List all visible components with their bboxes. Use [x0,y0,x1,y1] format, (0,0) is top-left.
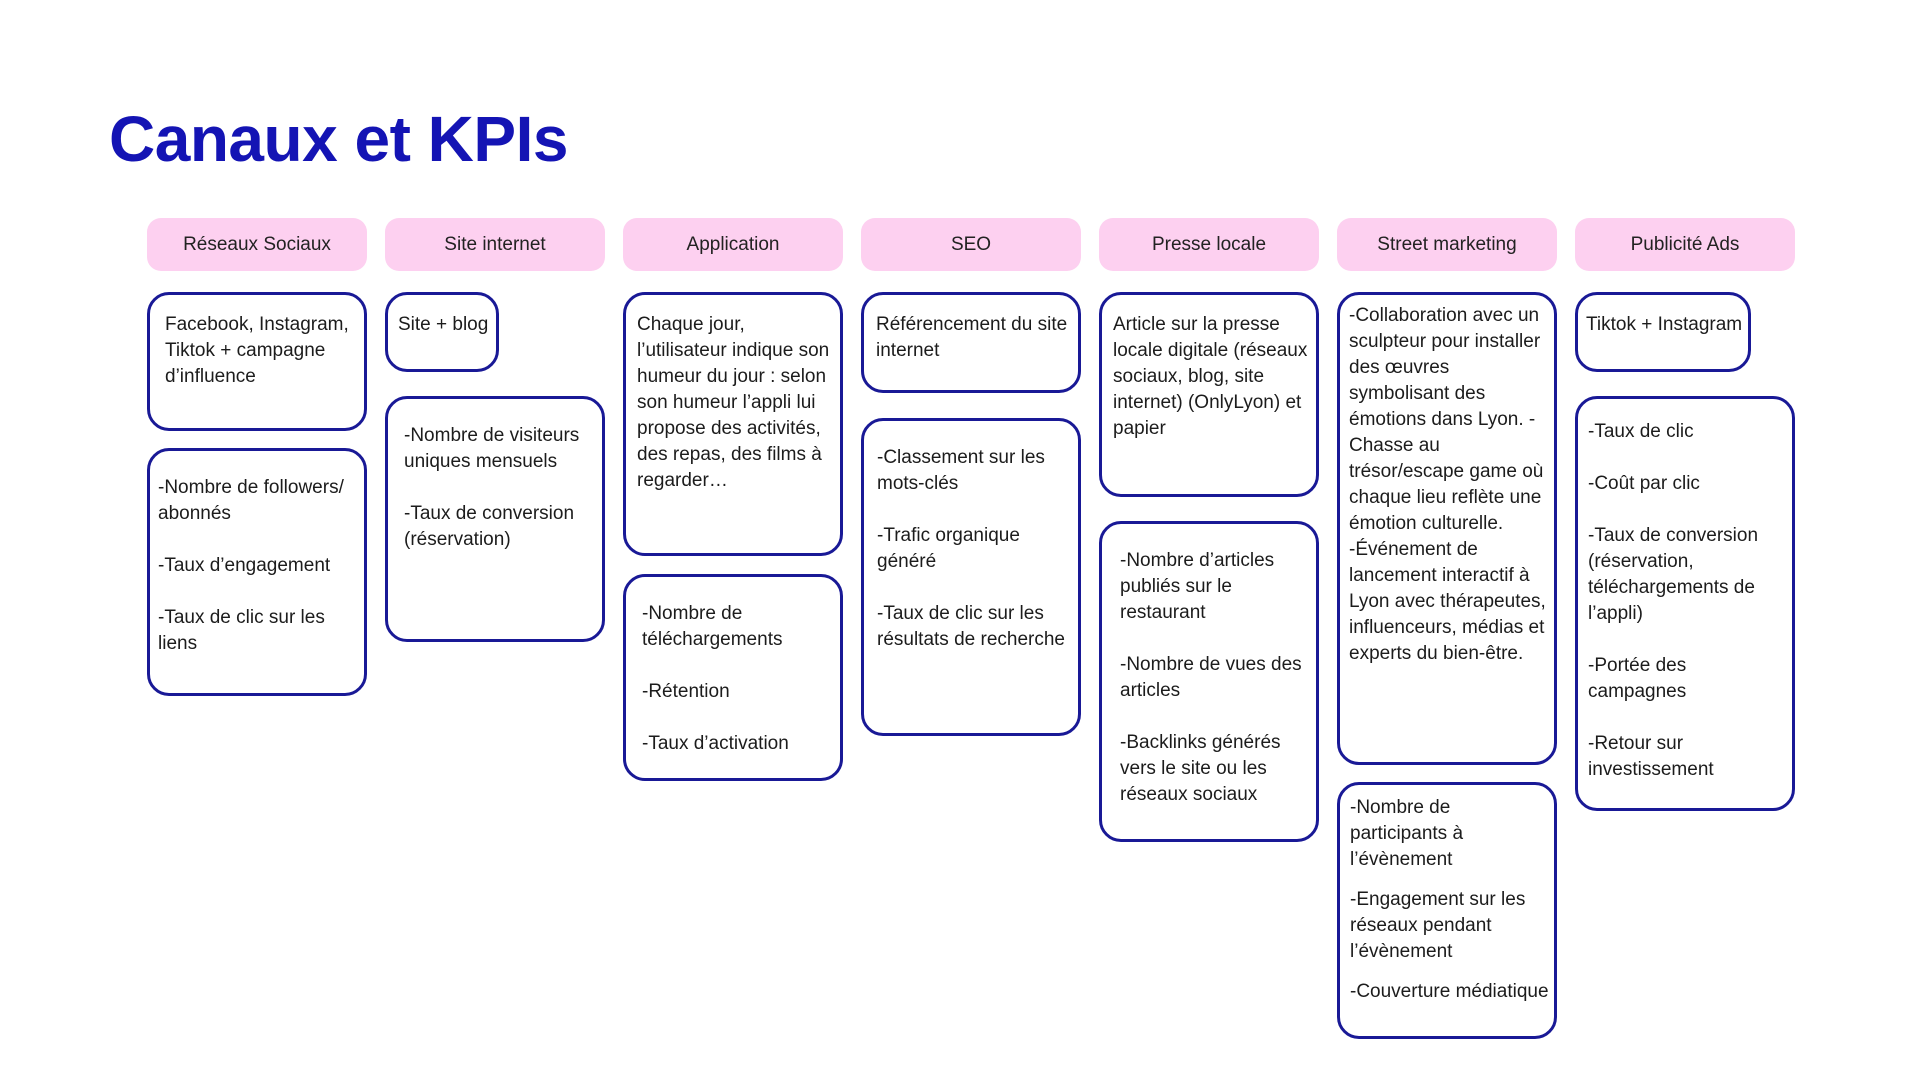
channel-header: Publicité Ads [1575,218,1795,271]
channel-column-reseaux-sociaux: Réseaux Sociaux Facebook, Instagram, Tik… [147,218,367,696]
channel-column-site-internet: Site internet Site + blog -Nombre de vis… [385,218,605,642]
channel-header: Réseaux Sociaux [147,218,367,271]
channel-description: Chaque jour, l’utilisateur indique son h… [637,314,830,491]
channel-description-box: Référencement du site internet [861,292,1081,393]
channel-header: Site internet [385,218,605,271]
channel-description: -Collaboration avec un sculpteur pour in… [1349,305,1546,664]
kpi-item: -Taux de conversion (réservation, téléch… [1588,525,1759,624]
channel-description-box: Site + blog [385,292,500,372]
kpi-item: -Nombre de visiteurs uniques mensuels [404,425,580,472]
channel-description: Article sur la presse locale digitale (r… [1113,314,1308,439]
kpi-item: -Trafic organique généré [877,525,1020,572]
kpi-item: -Coût par clic [1588,473,1700,494]
kpi-item: -Taux de clic sur les résultats de reche… [877,603,1065,650]
kpi-item: -Taux de clic [1588,421,1694,442]
channel-description-box: Chaque jour, l’utilisateur indique son h… [623,292,843,556]
kpi-item: -Nombre de participants à l’évènement [1350,797,1464,870]
channel-header: Presse locale [1099,218,1319,271]
kpi-item: -Nombre de téléchargements [642,603,783,650]
page-title: Canaux et KPIs [109,103,568,175]
kpi-item: -Nombre de followers/ abonnés [158,477,344,524]
kpi-item: -Engagement sur les réseaux pendant l’év… [1350,889,1526,962]
kpi-box: -Nombre de participants à l’évènement -E… [1337,782,1557,1039]
channel-header: Application [623,218,843,271]
kpi-item: -Portée des campagnes [1588,655,1687,702]
kpi-box: -Taux de clic -Coût par clic -Taux de co… [1575,396,1795,811]
channel-header: Street marketing [1337,218,1557,271]
kpi-item: -Rétention [642,681,730,702]
channel-description-box: Facebook, Instagram, Tiktok + campagne d… [147,292,367,431]
kpi-box: -Nombre d’articles publiés sur le restau… [1099,521,1319,842]
kpi-item: -Classement sur les mots-clés [877,447,1045,494]
kpi-item: -Couverture médiatique [1350,981,1549,1002]
kpi-box: -Nombre de téléchargements -Rétention -T… [623,574,843,781]
kpi-item: -Retour sur investissement [1588,733,1714,780]
kpi-item: -Taux de clic sur les liens [158,607,325,654]
kpi-box: -Nombre de followers/ abonnés -Taux d’en… [147,448,367,696]
channel-column-presse-locale: Presse locale Article sur la presse loca… [1099,218,1319,842]
kpi-item: -Taux d’activation [642,733,789,754]
channel-header: SEO [861,218,1081,271]
kpi-item: -Nombre de vues des articles [1120,654,1302,701]
channel-description: Tiktok + Instagram [1586,314,1743,335]
kpi-box: -Nombre de visiteurs uniques mensuels -T… [385,396,605,642]
channel-column-publicite-ads: Publicité Ads Tiktok + Instagram -Taux d… [1575,218,1795,811]
kpi-box: -Classement sur les mots-clés -Trafic or… [861,418,1081,736]
channel-description-box: -Collaboration avec un sculpteur pour in… [1337,292,1557,765]
kpi-item: -Taux d’engagement [158,555,331,576]
channel-description: Site + blog [398,314,489,335]
channel-description-box: Article sur la presse locale digitale (r… [1099,292,1319,497]
kpi-item: -Backlinks générés vers le site ou les r… [1120,732,1281,805]
channel-description: Facebook, Instagram, Tiktok + campagne d… [165,314,349,387]
kpi-item: -Nombre d’articles publiés sur le restau… [1120,550,1275,623]
channel-column-application: Application Chaque jour, l’utilisateur i… [623,218,843,781]
channel-column-street-marketing: Street marketing -Collaboration avec un … [1337,218,1557,1039]
channel-description: Référencement du site internet [876,314,1068,361]
channel-description-box: Tiktok + Instagram [1575,292,1752,372]
channel-column-seo: SEO Référencement du site internet -Clas… [861,218,1081,736]
kpi-item: -Taux de conversion (réservation) [404,503,575,550]
